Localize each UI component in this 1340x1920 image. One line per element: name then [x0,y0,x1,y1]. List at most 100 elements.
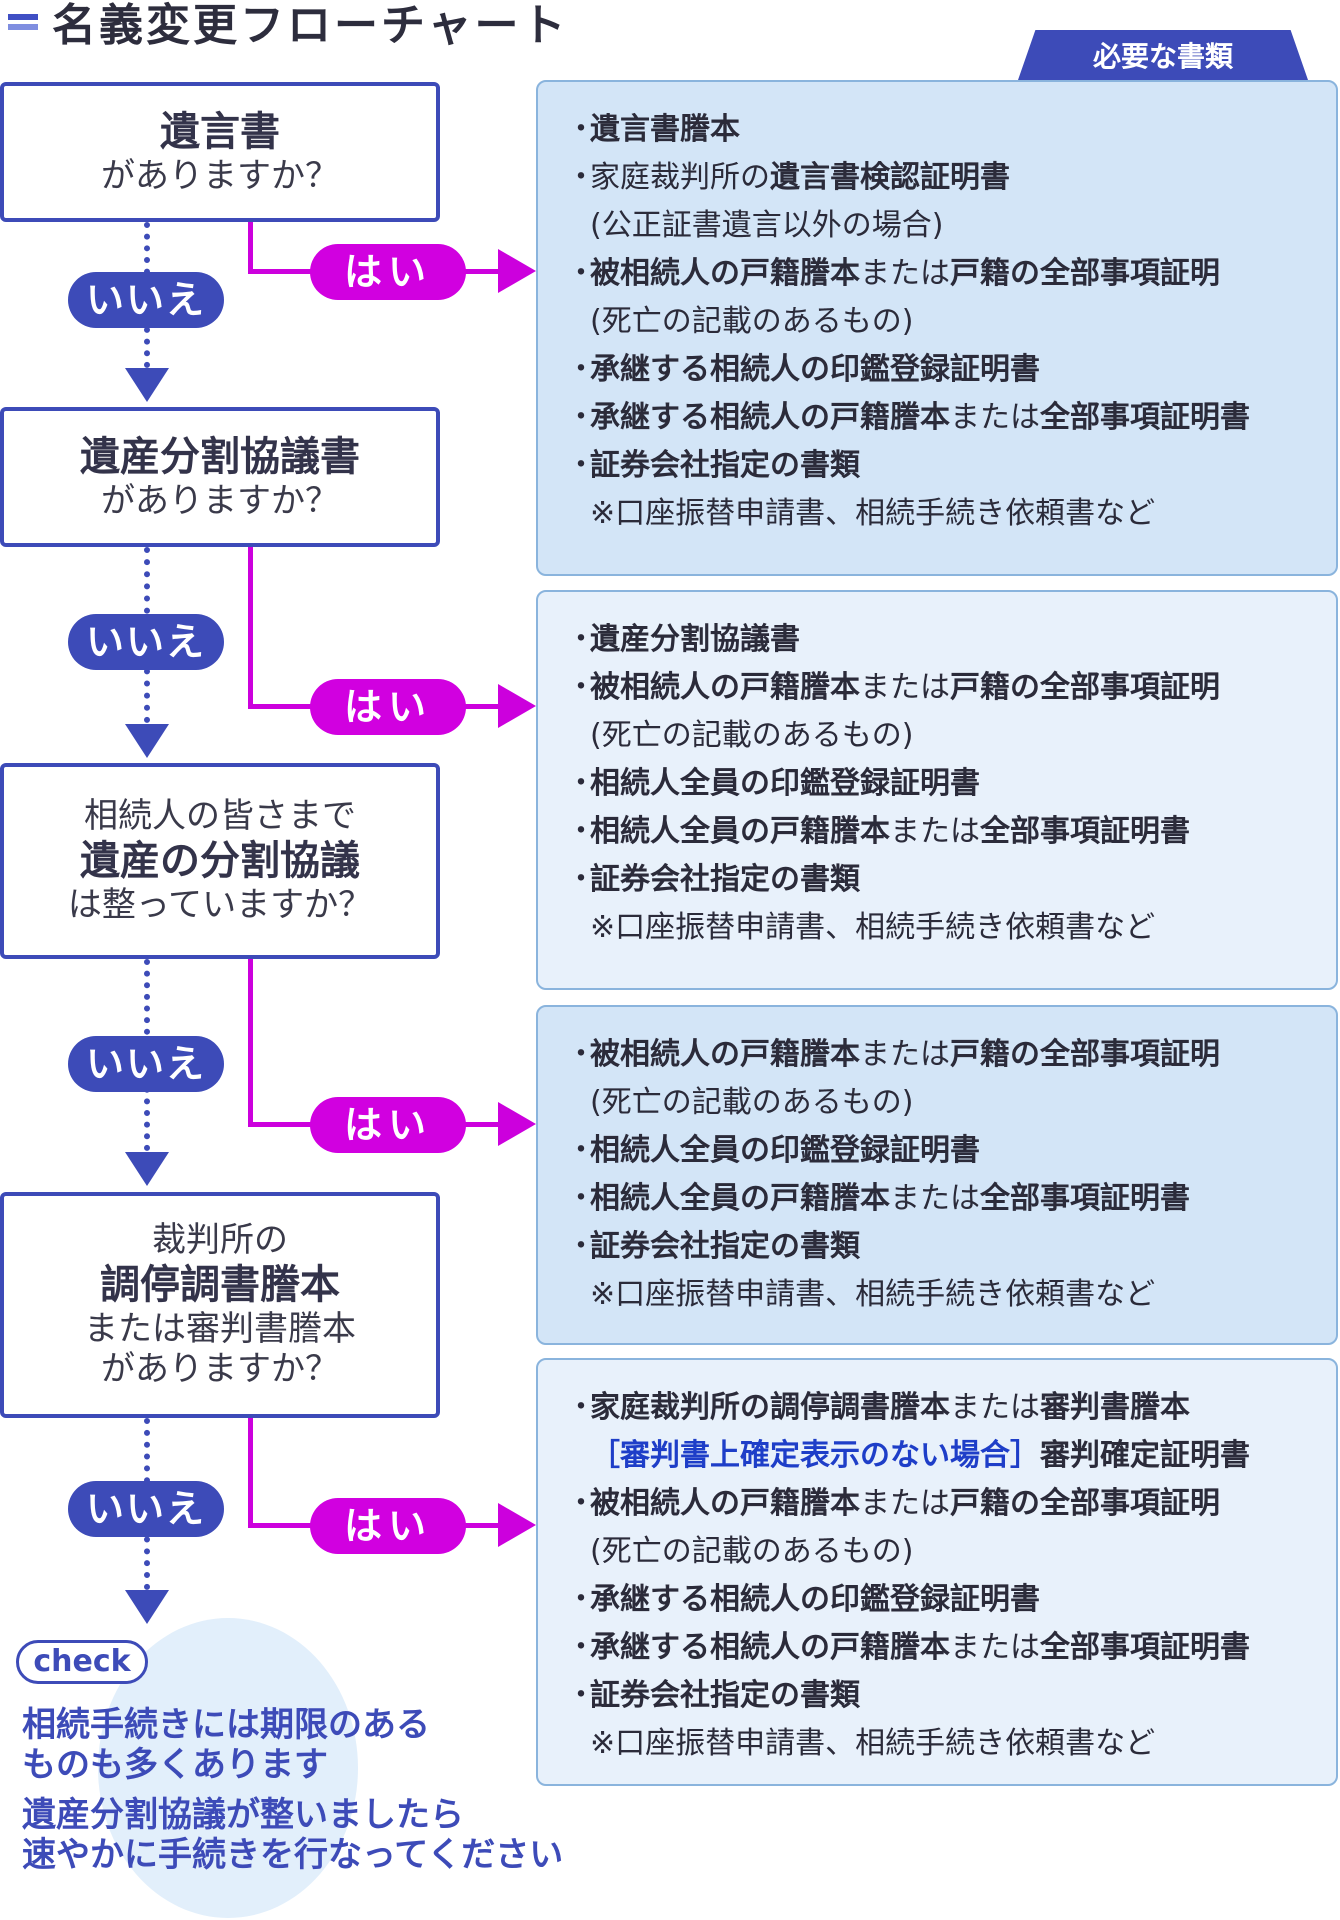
document-item: ・被相続人の戸籍謄本または戸籍の全部事項証明 [566,664,1316,712]
document-item-text: (公正証書遺言以外の場合) [590,208,944,243]
document-item-text: または [950,1390,1040,1425]
document-item-text: 被相続人の戸籍謄本 [590,256,860,291]
document-item: ［審判書上確定表示のない場合］審判確定証明書 [566,1432,1316,1480]
document-item: ・遺言書謄本 [566,106,1316,154]
document-item-text: または [860,670,950,705]
yes-connector-2-v [248,547,253,707]
document-item-text: または [860,1037,950,1072]
document-item-text: または [860,1486,950,1521]
bullet-icon: ・ [566,448,596,483]
document-item: ・相続人全員の戸籍謄本または全部事項証明書 [566,808,1316,856]
document-item: ・相続人全員の印鑑登録証明書 [566,760,1316,808]
question-keyword: 遺言書 [160,108,280,155]
bullet-icon: ・ [566,256,596,291]
document-item-text: 遺言書謄本 [590,112,740,147]
page-title: 名義変更フローチャート [52,0,569,51]
bullet-icon: ・ [566,862,596,897]
document-item: ・遺産分割協議書 [566,616,1316,664]
question-box-4: 裁判所の調停調書謄本または審判書謄本がありますか？ [0,1192,440,1418]
document-item-text: ※口座振替申請書、相続手続き依頼書など [590,1726,1156,1761]
document-item: ※口座振替申請書、相続手続き依頼書など [566,904,1316,952]
question-keyword: 遺産分割協議書 [80,433,360,480]
document-item-text: (死亡の記載のあるもの) [590,1085,914,1120]
documents-panel-1: ・遺言書謄本・家庭裁判所の遺言書検認証明書(公正証書遺言以外の場合)・被相続人の… [536,80,1338,576]
document-item-text: 証券会社指定の書類 [590,1678,860,1713]
document-item-text: または [890,1181,980,1216]
question-box-3: 相続人の皆さまで遺産の分割協議は整っていますか？ [0,763,440,959]
question-box-1: 遺言書がありますか？ [0,82,440,222]
document-item-text: 家庭裁判所の調停調書謄本 [590,1390,950,1425]
bullet-icon: ・ [566,766,596,801]
document-item-text: 相続人全員の戸籍謄本 [590,1181,890,1216]
question-text: がありますか？ [101,1349,339,1390]
document-item-text: 証券会社指定の書類 [590,862,860,897]
bullet-icon: ・ [566,1390,596,1425]
document-item-text: 被相続人の戸籍謄本 [590,1037,860,1072]
bullet-icon: ・ [566,352,596,387]
bullet-icon: ・ [566,112,596,147]
right-arrow-icon [498,249,536,293]
document-item: ・家庭裁判所の遺言書検認証明書 [566,154,1316,202]
document-item: ・被相続人の戸籍謄本または戸籍の全部事項証明 [566,1031,1316,1079]
document-item-text: 承継する相続人の戸籍謄本 [590,400,950,435]
document-item-text: ※口座振替申請書、相続手続き依頼書など [590,910,1156,945]
bullet-icon: ・ [566,1037,596,1072]
document-item: ・承継する相続人の戸籍謄本または全部事項証明書 [566,394,1316,442]
question-box-2: 遺産分割協議書がありますか？ [0,407,440,547]
document-item: (死亡の記載のあるもの) [566,1528,1316,1576]
bullet-icon: ・ [566,1630,596,1665]
document-item-text: (死亡の記載のあるもの) [590,1534,914,1569]
document-item-text: (死亡の記載のあるもの) [590,304,914,339]
yes-label: はい [310,1097,466,1153]
bullet-icon: ・ [566,1486,596,1521]
question-keyword: 遺産の分割協議 [80,838,360,884]
check-note-line: ものも多くあります [22,1745,328,1785]
yes-label: はい [310,244,466,300]
document-item-text: 戸籍の全部事項証明 [950,256,1220,291]
document-item-text: または [950,400,1040,435]
document-item-text: 被相続人の戸籍謄本 [590,1486,860,1521]
question-text: 裁判所の [152,1219,288,1260]
bullet-icon: ・ [566,814,596,849]
document-item: ・承継する相続人の印鑑登録証明書 [566,346,1316,394]
no-label: いいえ [68,1036,224,1092]
down-arrow-icon [125,1152,169,1186]
document-item-text: 相続人全員の印鑑登録証明書 [590,1133,980,1168]
yes-label: はい [310,679,466,735]
no-label: いいえ [68,272,224,328]
document-item-text: ［審判書上確定表示のない場合］ [590,1438,1040,1473]
document-item: ・承継する相続人の戸籍謄本または全部事項証明書 [566,1624,1316,1672]
bullet-icon: ・ [566,1582,596,1617]
documents-panel-4: ・家庭裁判所の調停調書謄本または審判書謄本［審判書上確定表示のない場合］審判確定… [536,1358,1338,1786]
document-item-text: 審判書謄本 [1040,1390,1190,1425]
document-item: ・証券会社指定の書類 [566,1223,1316,1271]
document-item-text: 全部事項証明書 [1040,400,1250,435]
document-item-text: 相続人全員の印鑑登録証明書 [590,766,980,801]
document-item: ※口座振替申請書、相続手続き依頼書など [566,1720,1316,1768]
check-note-line: 相続手続きには期限のある [22,1705,430,1745]
no-label: いいえ [68,1481,224,1537]
check-note-line: 速やかに手続きを行なってください [22,1835,564,1875]
document-item-text: 被相続人の戸籍謄本 [590,670,860,705]
down-arrow-icon [125,1590,169,1624]
documents-panel-3: ・被相続人の戸籍謄本または戸籍の全部事項証明(死亡の記載のあるもの)・相続人全員… [536,1005,1338,1345]
document-item: (死亡の記載のあるもの) [566,1079,1316,1127]
document-item-text: 戸籍の全部事項証明 [950,670,1220,705]
document-item-text: 承継する相続人の印鑑登録証明書 [590,352,1040,387]
question-text: がありますか？ [101,480,339,521]
document-item-text: ※口座振替申請書、相続手続き依頼書など [590,1277,1156,1312]
bullet-icon: ・ [566,1181,596,1216]
question-keyword: 調停調書謄本 [100,1261,340,1308]
document-item-text: 承継する相続人の印鑑登録証明書 [590,1582,1040,1617]
bullet-icon: ・ [566,670,596,705]
document-item: ・相続人全員の印鑑登録証明書 [566,1127,1316,1175]
document-item-text: 戸籍の全部事項証明 [950,1486,1220,1521]
document-item-text: 全部事項証明書 [980,814,1190,849]
document-item-text: 全部事項証明書 [980,1181,1190,1216]
document-item-text: 遺産分割協議書 [590,622,800,657]
document-item-text: ※口座振替申請書、相続手続き依頼書など [590,496,1156,531]
document-item-text: 審判確定証明書 [1040,1438,1250,1473]
question-text: がありますか？ [101,155,339,196]
document-item-text: 戸籍の全部事項証明 [950,1037,1220,1072]
document-item-text: 承継する相続人の戸籍謄本 [590,1630,950,1665]
